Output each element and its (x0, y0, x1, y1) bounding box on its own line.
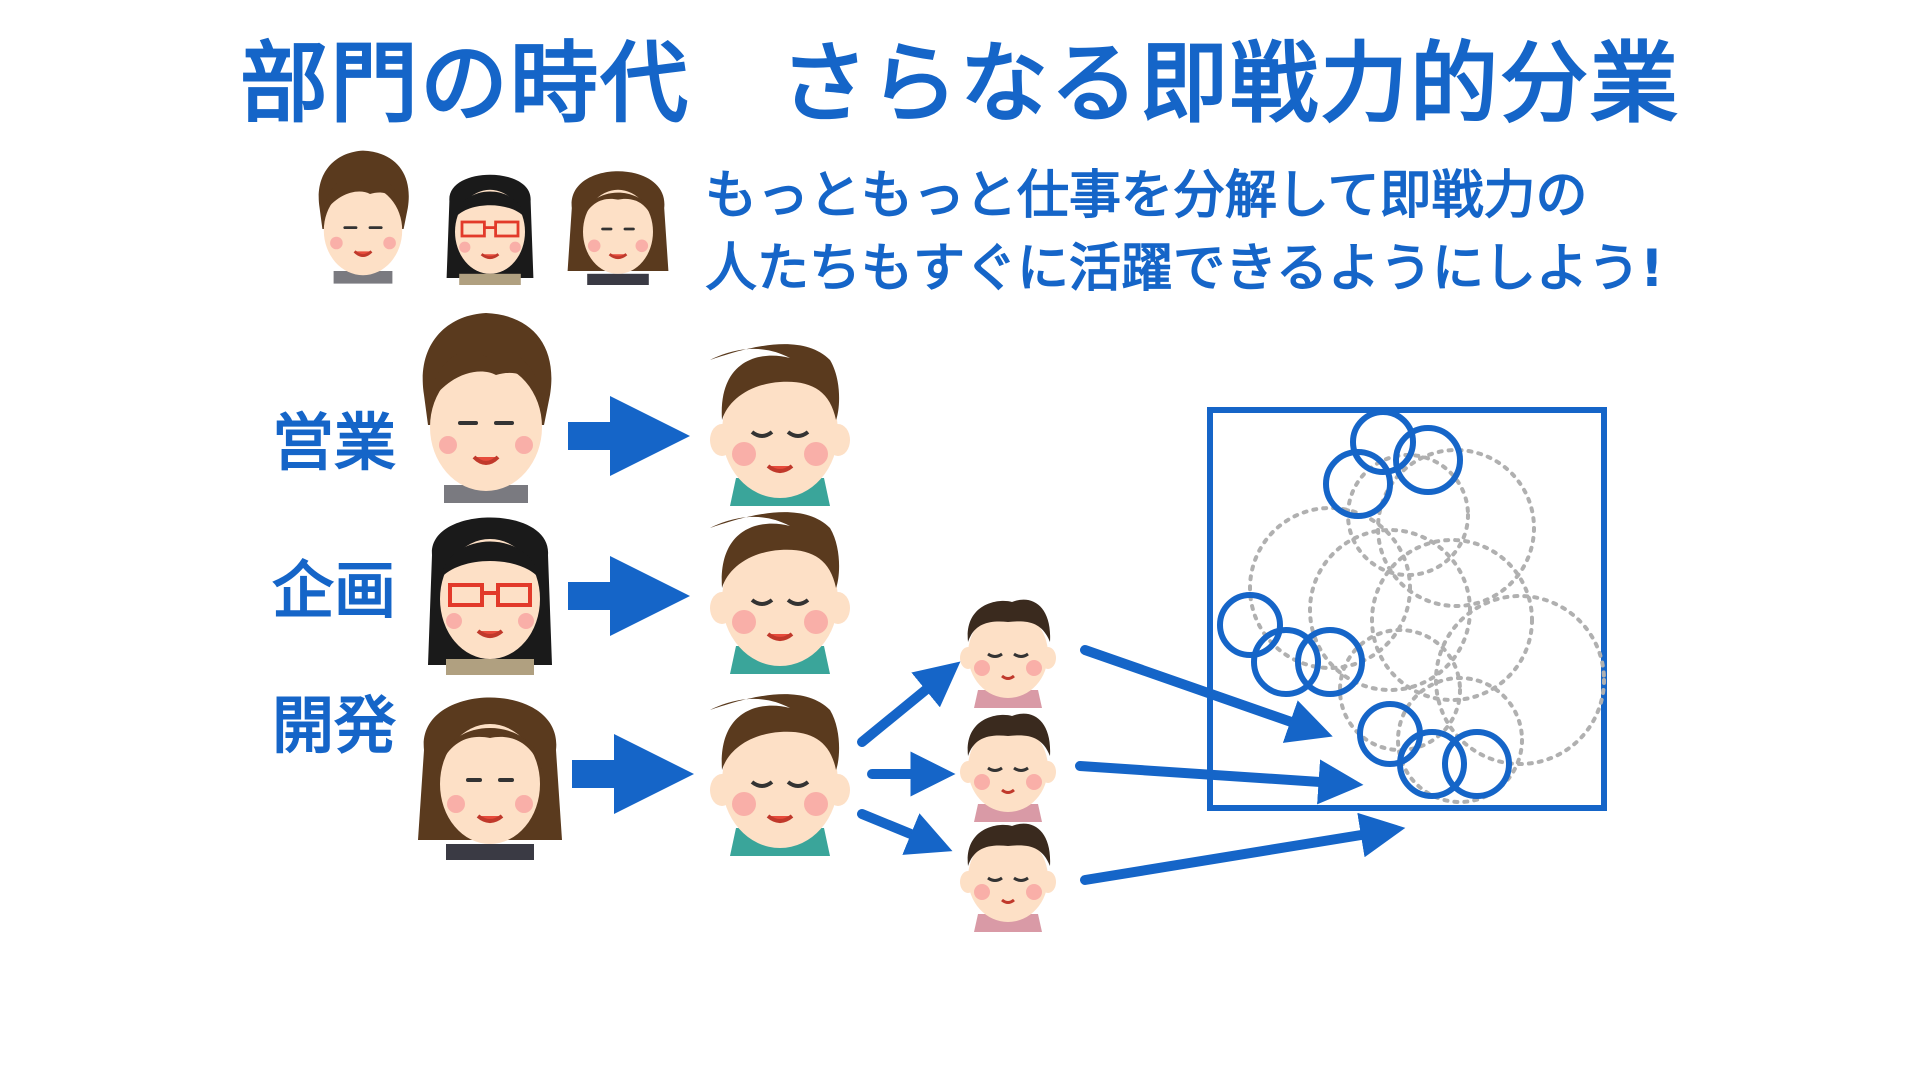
employee-dev-icon (708, 692, 852, 858)
specialist-sales-person-icon (420, 311, 554, 505)
task-circle-icon (1217, 409, 1512, 799)
specialist-planning-person-icon (426, 515, 554, 677)
department-label-sales: 営業 (272, 406, 397, 479)
department-label-planning: 企画 (272, 554, 397, 627)
slide-subtitle: もっともっと仕事を分解して即戦力の 人たちもすぐに活躍できるようにしよう! (705, 160, 1664, 306)
junior-employee-icon-2 (958, 712, 1058, 824)
junior-employee-icon-3 (958, 822, 1058, 934)
specialist-dev-person-icon (416, 695, 564, 862)
department-label-development: 開発 (272, 689, 397, 762)
header-person-icon-2 (445, 173, 535, 287)
header-person-icon-3 (566, 169, 670, 287)
task-arrows (1075, 645, 1406, 885)
slide-title: 部門の時代 さらなる即戦力的分業 (239, 32, 1680, 135)
dotted-task-circles (1248, 448, 1606, 804)
subtitle-line-2: 人たちもすぐに活躍できるようにしよう! (705, 238, 1664, 299)
subtitle-line-1: もっともっと仕事を分解して即戦力の (705, 166, 1588, 226)
header-person-icon-1 (317, 149, 411, 286)
arrow-right-icon (568, 396, 694, 814)
task-box (1207, 407, 1607, 811)
split-arrows (857, 661, 961, 855)
employee-sales-icon (708, 342, 852, 508)
junior-employee-icon-1 (958, 598, 1058, 710)
employee-planning-icon (708, 510, 852, 676)
